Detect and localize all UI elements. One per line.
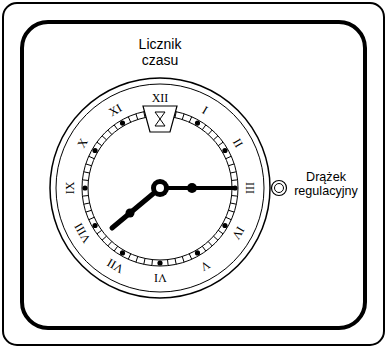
minute-tick (108, 242, 112, 246)
minute-tick (214, 236, 218, 240)
minute-tick (128, 254, 130, 259)
minute-tick (89, 156, 94, 158)
minute-tick (228, 210, 234, 212)
minute-tick (167, 260, 169, 266)
minute-tick (202, 246, 206, 251)
hour-dot (120, 120, 125, 125)
minute-tick (226, 156, 231, 158)
minute-tick (102, 136, 106, 140)
dial-numeral: VI (154, 272, 167, 284)
outer-frame (3, 3, 384, 345)
minute-tick (151, 260, 153, 266)
dial-numeral: III (244, 182, 256, 194)
minute-tick (230, 172, 236, 173)
minute-tick (182, 114, 184, 120)
hour-dot (92, 148, 97, 153)
minute-tick (218, 142, 223, 146)
crown (272, 181, 287, 196)
minute-tick (97, 142, 102, 146)
hour-dot (222, 223, 227, 228)
dial-edge (56, 84, 264, 292)
minute-tick (232, 195, 238, 197)
minute-tick (82, 179, 88, 181)
minute-tick (189, 117, 191, 122)
bezel (50, 78, 270, 298)
hour-hand (112, 188, 160, 228)
minute-tick (136, 114, 138, 120)
hand-hub (151, 179, 169, 197)
part-label: Licznik czasu (125, 36, 195, 68)
minute-tick (214, 136, 218, 140)
part-label: Drążek regulacyjny (290, 170, 362, 199)
hour-dot (195, 120, 200, 125)
minute-tick (144, 258, 145, 264)
time-counter-window (143, 106, 177, 132)
minute-tick (86, 210, 92, 212)
minute-tick (102, 236, 106, 240)
minute-tick (232, 179, 238, 181)
hour-dot (195, 250, 200, 255)
hour-dot (222, 148, 227, 153)
hour-dot (120, 250, 125, 255)
minute-tick (208, 242, 212, 246)
minute-tick (208, 130, 212, 134)
minute-tick (97, 230, 102, 234)
minute-tick (189, 254, 191, 259)
minute-tick (84, 203, 90, 204)
minute-tick (84, 172, 90, 173)
crown-inner (275, 184, 284, 193)
hour-hand-dot (126, 209, 135, 218)
minute-tick (108, 130, 112, 134)
minute-tick (128, 117, 130, 122)
minute-track-outer (82, 110, 238, 266)
minute-tick (230, 203, 236, 204)
minute-tick (202, 125, 206, 130)
minute-tick (82, 195, 88, 197)
minute-tick (228, 164, 234, 166)
hour-dot (82, 185, 87, 190)
watch-case (22, 22, 365, 328)
dial-numeral: XII (152, 92, 169, 104)
hourglass-symbol (155, 112, 165, 126)
minute-hand (160, 186, 236, 190)
dial-numeral: IX (64, 182, 76, 195)
minute-tick (182, 256, 184, 262)
minute-tick (114, 246, 118, 251)
hub-center (156, 184, 164, 192)
minute-tick (114, 125, 118, 130)
minute-tick (136, 256, 138, 262)
minute-tick (175, 258, 176, 264)
minute-ticks (82, 110, 237, 265)
minute-tick (226, 217, 231, 219)
minute-tick (218, 230, 223, 234)
minute-tick (86, 164, 92, 166)
hour-dot (157, 260, 162, 265)
hour-dot (92, 223, 97, 228)
minute-tick (89, 217, 94, 219)
minute-hand-dot (187, 183, 197, 193)
